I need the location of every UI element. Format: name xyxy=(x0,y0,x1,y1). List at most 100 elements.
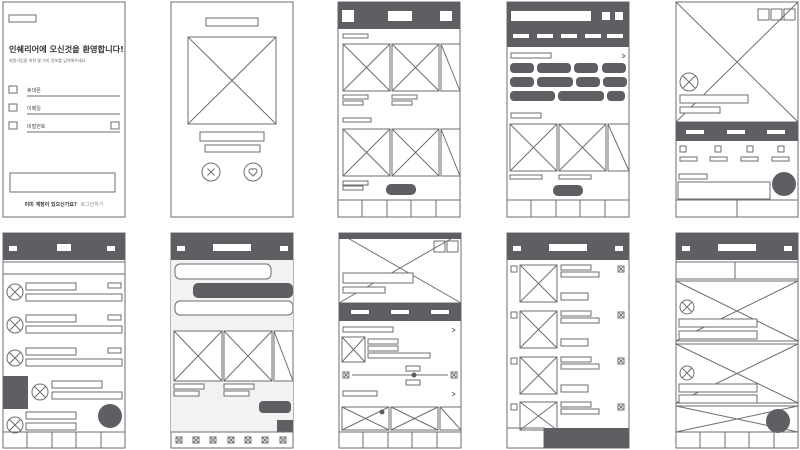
tab-right[interactable] xyxy=(734,261,799,280)
checkbox-password[interactable] xyxy=(8,121,18,130)
floating-action-button[interactable] xyxy=(553,185,583,196)
feed-thumb[interactable] xyxy=(342,43,391,92)
item-thumb xyxy=(519,356,558,395)
floating-action-button[interactable] xyxy=(766,409,790,433)
search-bar[interactable] xyxy=(511,11,591,21)
slider-handle[interactable] xyxy=(411,372,417,378)
feed-thumb[interactable] xyxy=(391,43,440,92)
icon-button[interactable] xyxy=(602,12,610,20)
remove-item-button[interactable] xyxy=(617,357,625,365)
tag-chip[interactable] xyxy=(510,63,534,73)
swipe-action[interactable] xyxy=(3,376,28,409)
bottom-tab-bar xyxy=(337,199,461,218)
remove-item-button[interactable] xyxy=(617,403,625,411)
message-received xyxy=(174,300,294,316)
icon-button[interactable] xyxy=(433,240,446,253)
category-thumb[interactable] xyxy=(509,123,558,172)
login-prompt: 이미 계정이 있으신가요? xyxy=(25,201,77,208)
tag-chip[interactable] xyxy=(607,91,625,101)
password-visibility-toggle[interactable] xyxy=(110,121,120,130)
feed-thumb[interactable] xyxy=(440,43,461,92)
screen-chat-list xyxy=(2,232,126,449)
search-bar[interactable] xyxy=(2,261,126,275)
signup-submit-button[interactable] xyxy=(9,172,116,193)
action-button[interactable] xyxy=(784,246,792,251)
back-button[interactable] xyxy=(8,14,37,23)
dislike-button[interactable] xyxy=(201,162,221,182)
product-thumb[interactable] xyxy=(390,406,439,431)
section-title xyxy=(342,33,369,39)
tag-chip[interactable] xyxy=(576,77,600,87)
chat-avatar xyxy=(6,349,24,367)
tag-chip[interactable] xyxy=(510,77,534,87)
tag-chip[interactable] xyxy=(537,77,573,87)
icon-button[interactable] xyxy=(446,240,459,253)
icon-button[interactable] xyxy=(770,8,783,21)
product-thumb[interactable] xyxy=(341,336,366,363)
floating-action-button[interactable] xyxy=(772,172,796,196)
action-button[interactable] xyxy=(615,246,623,251)
icon-button[interactable] xyxy=(783,8,796,21)
menu-button[interactable] xyxy=(342,10,354,22)
logo xyxy=(718,244,756,251)
login-prompt-line: 이미 계정이 있으신가요? 로그인하기 xyxy=(25,201,104,208)
tag-chip[interactable] xyxy=(537,63,571,73)
post-image[interactable] xyxy=(675,280,799,342)
tag-chip[interactable] xyxy=(510,91,555,101)
checkbox-email[interactable] xyxy=(8,103,18,112)
like-button[interactable] xyxy=(243,162,263,182)
menu-button[interactable] xyxy=(682,246,690,251)
section-title xyxy=(510,112,542,119)
field-label-password: 비밀번호 xyxy=(27,123,46,130)
category-thumb[interactable] xyxy=(607,123,630,172)
tag-chip[interactable] xyxy=(574,63,598,73)
checkout-button[interactable] xyxy=(544,428,629,448)
chat-avatar xyxy=(31,383,49,401)
action-button[interactable] xyxy=(440,11,452,21)
back-button[interactable] xyxy=(513,246,521,251)
action-button[interactable] xyxy=(280,246,288,251)
input-toolbar xyxy=(170,431,294,449)
icon-button[interactable] xyxy=(615,12,623,20)
icon-button[interactable] xyxy=(757,8,770,21)
tag-chip[interactable] xyxy=(602,63,626,73)
category-thumb[interactable] xyxy=(558,123,607,172)
tag-chip[interactable] xyxy=(603,77,627,87)
send-button[interactable] xyxy=(277,420,293,432)
remove-item-button[interactable] xyxy=(617,311,625,319)
item-checkbox[interactable] xyxy=(510,403,518,411)
tag-chip[interactable] xyxy=(558,91,604,101)
comment-input[interactable] xyxy=(677,181,771,200)
action-button[interactable] xyxy=(107,246,115,251)
item-thumb xyxy=(519,310,558,349)
message-received xyxy=(174,263,272,280)
floating-action-button[interactable] xyxy=(98,404,122,428)
screen-signup: 인쉐리어에 오신것을 환영합니다! 회원가입을 위한 몇 가지 정보를 입력해주… xyxy=(2,1,126,218)
menu-button[interactable] xyxy=(9,246,17,251)
product-thumb[interactable] xyxy=(439,406,462,431)
checkbox-phone[interactable] xyxy=(8,85,18,94)
card-info-bar xyxy=(204,144,261,153)
chat-title xyxy=(213,244,251,251)
floating-action-button[interactable] xyxy=(386,184,416,195)
feed-thumb[interactable] xyxy=(342,128,391,177)
screen-detail xyxy=(675,1,799,218)
card-title-bar xyxy=(205,17,259,27)
item-checkbox[interactable] xyxy=(510,265,518,273)
bottom-tab-bar xyxy=(506,199,630,218)
product-thumb[interactable] xyxy=(341,406,390,431)
message-sent xyxy=(193,283,293,298)
feed-thumb[interactable] xyxy=(391,128,440,177)
remove-item-button[interactable] xyxy=(617,265,625,273)
login-link[interactable]: 로그인하기 xyxy=(80,201,103,208)
field-label-email: 이메일 xyxy=(27,105,41,112)
cart-title xyxy=(549,244,587,251)
item-checkbox[interactable] xyxy=(510,311,518,319)
item-checkbox[interactable] xyxy=(510,357,518,365)
screen-category xyxy=(506,1,630,218)
bottom-tab-bar xyxy=(675,431,799,449)
back-button[interactable] xyxy=(177,246,185,251)
welcome-title: 인쉐리어에 오신것을 환영합니다! xyxy=(9,44,124,54)
feed-thumb[interactable] xyxy=(440,128,461,177)
